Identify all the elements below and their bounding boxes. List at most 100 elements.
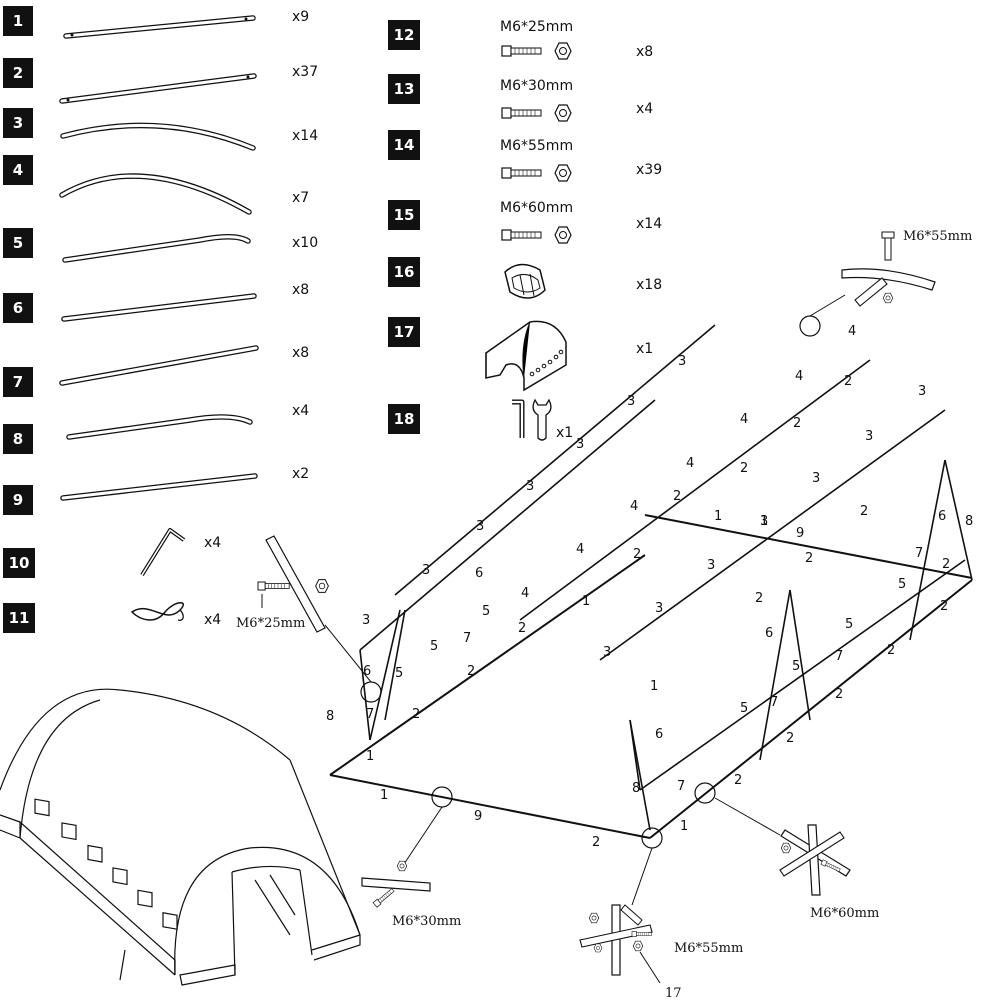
frame-label: 6 — [655, 727, 663, 742]
qty-part-6: x8 — [292, 282, 310, 298]
frame-label: 4 — [740, 412, 748, 427]
detail-right-corner: M6*60mm — [779, 824, 879, 921]
frame-label: 3 — [678, 354, 686, 369]
arch-6 — [588, 367, 912, 641]
arch-front — [328, 592, 652, 831]
frame-label: 3 — [865, 429, 873, 444]
part-number-3: 3 — [3, 108, 33, 138]
connector-icon — [485, 320, 567, 392]
bolt-label-12: M6*25mm — [500, 19, 574, 35]
bolt-label-15: M6*60mm — [500, 200, 574, 216]
frame-label: 2 — [844, 374, 852, 389]
qty-part-12: x8 — [636, 44, 654, 60]
frame-label: 3 — [627, 394, 635, 409]
part-number-6: 6 — [3, 293, 33, 323]
frame-label: 5 — [740, 701, 748, 716]
end-posts — [359, 459, 973, 831]
part-number-7: 7 — [3, 367, 33, 397]
arch-3 — [433, 501, 762, 761]
part-8-tube — [66, 414, 253, 440]
part-number-13: 13 — [388, 74, 420, 104]
frame-label: 2 — [734, 773, 742, 788]
qty-part-3: x14 — [292, 128, 319, 144]
detail-top-ridge: M6*55mm — [841, 229, 972, 307]
frame-label: 5 — [430, 639, 438, 654]
bolt-label-14: M6*55mm — [500, 138, 574, 154]
frame-label: 3 — [422, 563, 430, 578]
callout-bottom-center-label: M6*55mm — [674, 941, 743, 956]
frame-label: 3 — [655, 601, 663, 616]
part-number-17: 17 — [388, 317, 420, 347]
part-5-tube — [62, 234, 251, 263]
frame-label: 2 — [860, 504, 868, 519]
frame-label: 5 — [898, 577, 906, 592]
frame-label: 4 — [848, 324, 856, 339]
frame-label: 3 — [918, 384, 926, 399]
frame-label: 3 — [526, 479, 534, 494]
frame-label: 4 — [795, 369, 803, 384]
frame-label: 1 — [714, 509, 722, 524]
frame-label: 6 — [363, 664, 371, 679]
frame-label: 2 — [592, 835, 600, 850]
frame-label: 8 — [326, 709, 334, 724]
qty-part-11: x4 — [204, 612, 222, 628]
frame-label: 2 — [633, 547, 641, 562]
part-number-1: 1 — [3, 6, 33, 36]
qty-part-16: x18 — [636, 277, 663, 293]
frame-label: 5 — [482, 604, 490, 619]
callout-circle-right — [694, 782, 716, 804]
frame-label: 3 — [812, 471, 820, 486]
allen-key-icon — [512, 399, 525, 438]
arch-5 — [538, 411, 862, 681]
bolt-12-icon — [501, 42, 572, 60]
bolt-13-icon — [501, 104, 572, 122]
qty-part-7: x8 — [292, 345, 310, 361]
frame-label: 3 — [476, 519, 484, 534]
frame-label: 2 — [412, 707, 420, 722]
frame-label: 6 — [938, 509, 946, 524]
part-number-8: 8 — [3, 424, 33, 454]
frame-label: 2 — [793, 416, 801, 431]
covered-greenhouse-illustration — [0, 688, 361, 986]
callout-left-label: M6*25mm — [236, 616, 305, 631]
qty-part-9: x2 — [292, 466, 310, 482]
frame-label: 2 — [940, 599, 948, 614]
part-number-11: 11 — [3, 603, 35, 633]
frame-label: 6 — [475, 566, 483, 581]
part-3-tube — [60, 122, 256, 151]
detail-bottom-center: M6*55mm 17 — [579, 904, 743, 1000]
frame-label: 4 — [576, 542, 584, 557]
frame-label: 1 — [380, 788, 388, 803]
part-number-14: 14 — [388, 130, 420, 160]
detail-bottom-left: M6*30mm — [361, 860, 461, 929]
qty-part-14: x39 — [636, 162, 663, 178]
arch-2 — [383, 549, 707, 791]
frame-label: 3 — [576, 437, 584, 452]
frame-label: 8 — [965, 514, 973, 529]
bolt-14-icon — [501, 164, 572, 182]
callout-top-label: M6*55mm — [903, 229, 972, 244]
frame-label: 1 — [760, 514, 768, 529]
part-6-tube — [61, 293, 257, 322]
part-number-15: 15 — [388, 200, 420, 230]
frame-label: 1 — [582, 594, 590, 609]
frame-label: 5 — [792, 659, 800, 674]
frame-label: 9 — [796, 526, 804, 541]
clip-icon — [504, 263, 546, 299]
frame-label: 7 — [366, 707, 374, 722]
greenhouse-frame — [324, 294, 974, 906]
frame-label: 7 — [915, 546, 923, 561]
callout-bottom-left-label: M6*30mm — [392, 914, 461, 929]
part-number-5: 5 — [3, 228, 33, 258]
part-4-tube — [59, 173, 252, 215]
part-9-tube — [60, 473, 258, 501]
qty-part-17: x1 — [636, 341, 654, 357]
qty-part-8: x4 — [292, 403, 310, 419]
frame-label: 2 — [805, 551, 813, 566]
qty-part-15: x14 — [636, 216, 663, 232]
frame-label: 5 — [845, 617, 853, 632]
frame-label: 2 — [518, 621, 526, 636]
qty-part-2: x37 — [292, 64, 319, 80]
frame-label: 4 — [686, 456, 694, 471]
